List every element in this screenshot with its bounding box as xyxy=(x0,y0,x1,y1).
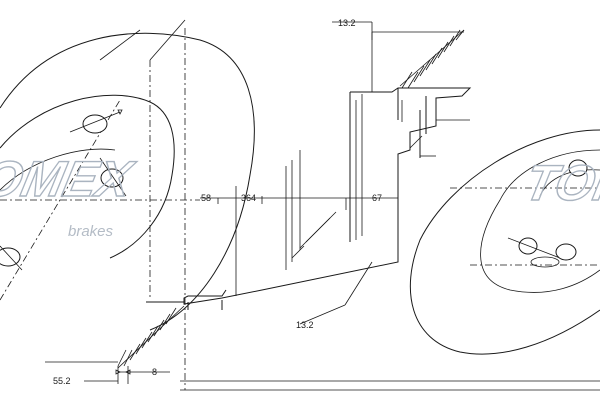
hatch-top xyxy=(399,29,465,89)
disc-rear-view xyxy=(409,129,600,355)
disc-front-view xyxy=(0,19,255,390)
rear-bolt-hole-left xyxy=(507,237,561,259)
rear-bolt-hole-bottom xyxy=(530,243,577,268)
disc-hub-ring xyxy=(0,148,116,191)
brand-logo-right: TOMEX xyxy=(519,154,600,212)
brand-wordmark-left: TOMEX xyxy=(0,151,140,207)
dim-label-bore: 58 xyxy=(201,193,211,203)
section-lines xyxy=(235,94,403,296)
disc-outer-edge xyxy=(0,32,255,331)
dim-label-hat-diameter: 67 xyxy=(372,193,382,203)
bolt-hole-top xyxy=(69,109,123,134)
dim-label-thickness: 8 xyxy=(152,367,157,377)
rear-outer-edge xyxy=(409,129,600,355)
bolt-hole-middle xyxy=(99,157,127,197)
bolt-hole-lower xyxy=(0,245,23,271)
rear-inner-ring xyxy=(480,149,600,293)
diameter-leader xyxy=(149,19,186,61)
disc-inner-ring xyxy=(0,94,175,259)
rear-hub-ring xyxy=(539,169,600,197)
brand-wordmark-right: TOMEX xyxy=(520,155,600,211)
dim-label-diameter: 364 xyxy=(241,193,256,203)
dim-line-rim xyxy=(299,304,346,325)
hatch-bottom xyxy=(117,305,185,369)
section-outline xyxy=(183,87,472,305)
brand-logo-left: TOMEX brakes xyxy=(0,150,141,240)
rear-bolt-hole-top xyxy=(568,159,588,177)
dim-label-rim-height: 13.2 xyxy=(296,320,314,330)
disc-cross-section: 13.2 13.2 58 364 67 8 55.2 xyxy=(45,18,600,391)
dim-label-min-thickness: 55.2 xyxy=(53,376,71,386)
brand-tagline-left: brakes xyxy=(68,223,114,240)
hatch-band xyxy=(291,135,423,259)
dim-label-overall-height: 13.2 xyxy=(338,18,356,28)
